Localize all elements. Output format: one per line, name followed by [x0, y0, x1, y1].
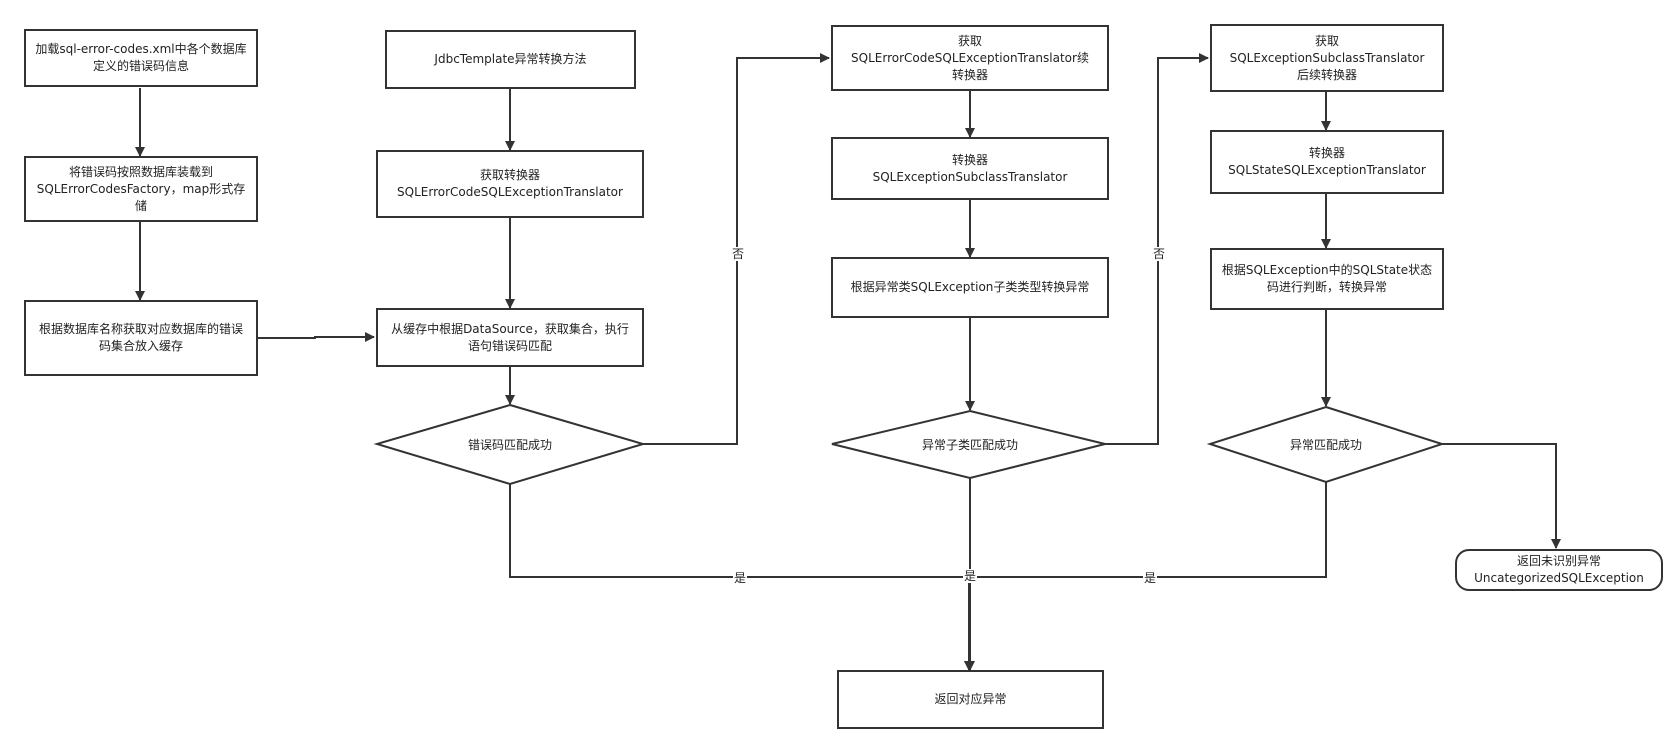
node-jdbc-method: JdbcTemplate异常转换方法	[385, 30, 636, 89]
diamond-subclass-match-label: 异常子类匹配成功	[921, 437, 1018, 452]
node-load-xml: 加载sql-error-codes.xml中各个数据库定义的错误码信息	[24, 29, 258, 87]
node-subclass-translator: 转换器 SQLExceptionSubclassTranslator	[831, 137, 1109, 200]
edge-cache-to-match	[258, 332, 375, 342]
node-uncategorized: 返回未识别异常 UncategorizedSQLException	[1455, 549, 1663, 591]
edge-label-no-1: 否	[731, 247, 746, 261]
node-state-convert: 根据SQLException中的SQLState状态码进行判断，转换异常	[1210, 248, 1444, 310]
node-get-translator: 获取转换器 SQLErrorCodeSQLExceptionTranslator	[376, 150, 644, 218]
diamond-errcode-match-label: 错误码匹配成功	[467, 437, 552, 452]
edge-label-yes-1: 是	[733, 571, 748, 585]
node-subclass-convert: 根据异常类SQLException子类类型转换异常	[831, 257, 1109, 318]
node-match-from-cache: 从缓存中根据DataSource，获取集合，执行语句错误码匹配	[376, 308, 644, 367]
diamond-subclass-match	[831, 409, 1106, 480]
node-cache-codes: 根据数据库名称获取对应数据库的错误码集合放入缓存	[24, 300, 258, 376]
diamond-errcode-match	[373, 403, 647, 486]
node-load-factory: 将错误码按照数据库装载到SQLErrorCodesFactory，map形式存储	[24, 156, 258, 222]
node-get-next-translator-2: 获取 SQLExceptionSubclassTranslator 后续转换器	[1210, 24, 1444, 92]
diamond-state-match-label: 异常匹配成功	[1289, 437, 1362, 452]
edge-label-yes-3: 是	[1143, 571, 1158, 585]
edge-to-uncategorized	[1442, 443, 1561, 549]
diamond-state-match	[1206, 405, 1446, 484]
node-state-translator: 转换器 SQLStateSQLExceptionTranslator	[1210, 130, 1444, 194]
node-return-exception: 返回对应异常	[837, 670, 1104, 729]
edge-label-no-2: 否	[1152, 247, 1167, 261]
edge-label-yes-2: 是	[963, 569, 978, 583]
node-get-next-translator-1: 获取 SQLErrorCodeSQLExceptionTranslator续 转…	[831, 25, 1109, 91]
